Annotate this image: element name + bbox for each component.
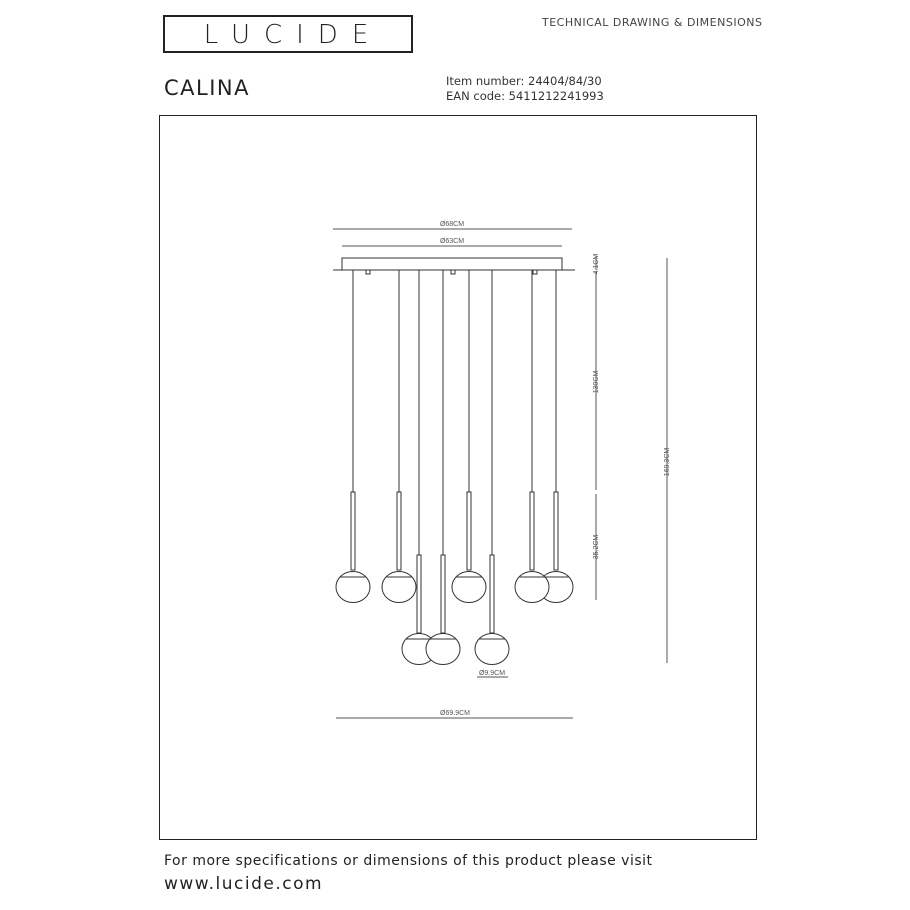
dim-globe-diameter: Ø9.9CM bbox=[477, 670, 508, 678]
ean-code: EAN code: 5411212241993 bbox=[446, 89, 604, 104]
dim-total-height: 169.3CM bbox=[664, 258, 671, 663]
item-number-value: 24404/84/30 bbox=[528, 74, 602, 88]
svg-text:Ø68CM: Ø68CM bbox=[440, 221, 464, 228]
svg-text:4.1CM: 4.1CM bbox=[593, 254, 600, 275]
pendant bbox=[474, 270, 510, 665]
pendant bbox=[451, 270, 487, 603]
dim-canopy-height: 4.1CM bbox=[593, 254, 600, 275]
item-number: Item number: 24404/84/30 bbox=[446, 74, 604, 89]
pendant bbox=[538, 270, 574, 603]
website-link[interactable]: www.lucide.com bbox=[164, 874, 324, 894]
drawing-frame bbox=[159, 115, 757, 840]
item-number-label: Item number: bbox=[446, 74, 525, 88]
dim-cable-length: 130CM bbox=[593, 272, 600, 490]
pendant bbox=[401, 270, 437, 665]
document-type: TECHNICAL DRAWING & DIMENSIONS bbox=[542, 16, 763, 29]
svg-text:130CM: 130CM bbox=[593, 371, 600, 394]
pendant bbox=[335, 270, 371, 603]
pendant bbox=[381, 270, 417, 603]
dim-canopy-inner: Ø63CM bbox=[342, 238, 562, 247]
svg-text:169.3CM: 169.3CM bbox=[664, 448, 671, 477]
svg-text:Ø63CM: Ø63CM bbox=[440, 238, 464, 245]
ean-label: EAN code: bbox=[446, 89, 505, 103]
svg-text:Ø69.9CM: Ø69.9CM bbox=[440, 710, 470, 717]
pendants-upper bbox=[335, 270, 574, 603]
pendants-lower bbox=[401, 270, 510, 665]
dim-canopy-outer: Ø68CM bbox=[333, 221, 572, 230]
dim-total-width: Ø69.9CM bbox=[336, 710, 573, 719]
product-meta: Item number: 24404/84/30 EAN code: 54112… bbox=[446, 74, 604, 104]
canopy bbox=[333, 257, 575, 275]
ean-value: 5411212241993 bbox=[508, 89, 604, 103]
dim-pendant-height: 35.2CM bbox=[593, 494, 600, 600]
svg-text:Ø9.9CM: Ø9.9CM bbox=[479, 670, 505, 677]
pendant bbox=[514, 270, 550, 603]
product-name: CALINA bbox=[164, 76, 250, 100]
lucide-logo: LUCIDE bbox=[163, 15, 413, 53]
svg-text:35.2CM: 35.2CM bbox=[593, 535, 600, 560]
footer-text: For more specifications or dimensions of… bbox=[164, 853, 653, 869]
pendant bbox=[425, 270, 461, 665]
